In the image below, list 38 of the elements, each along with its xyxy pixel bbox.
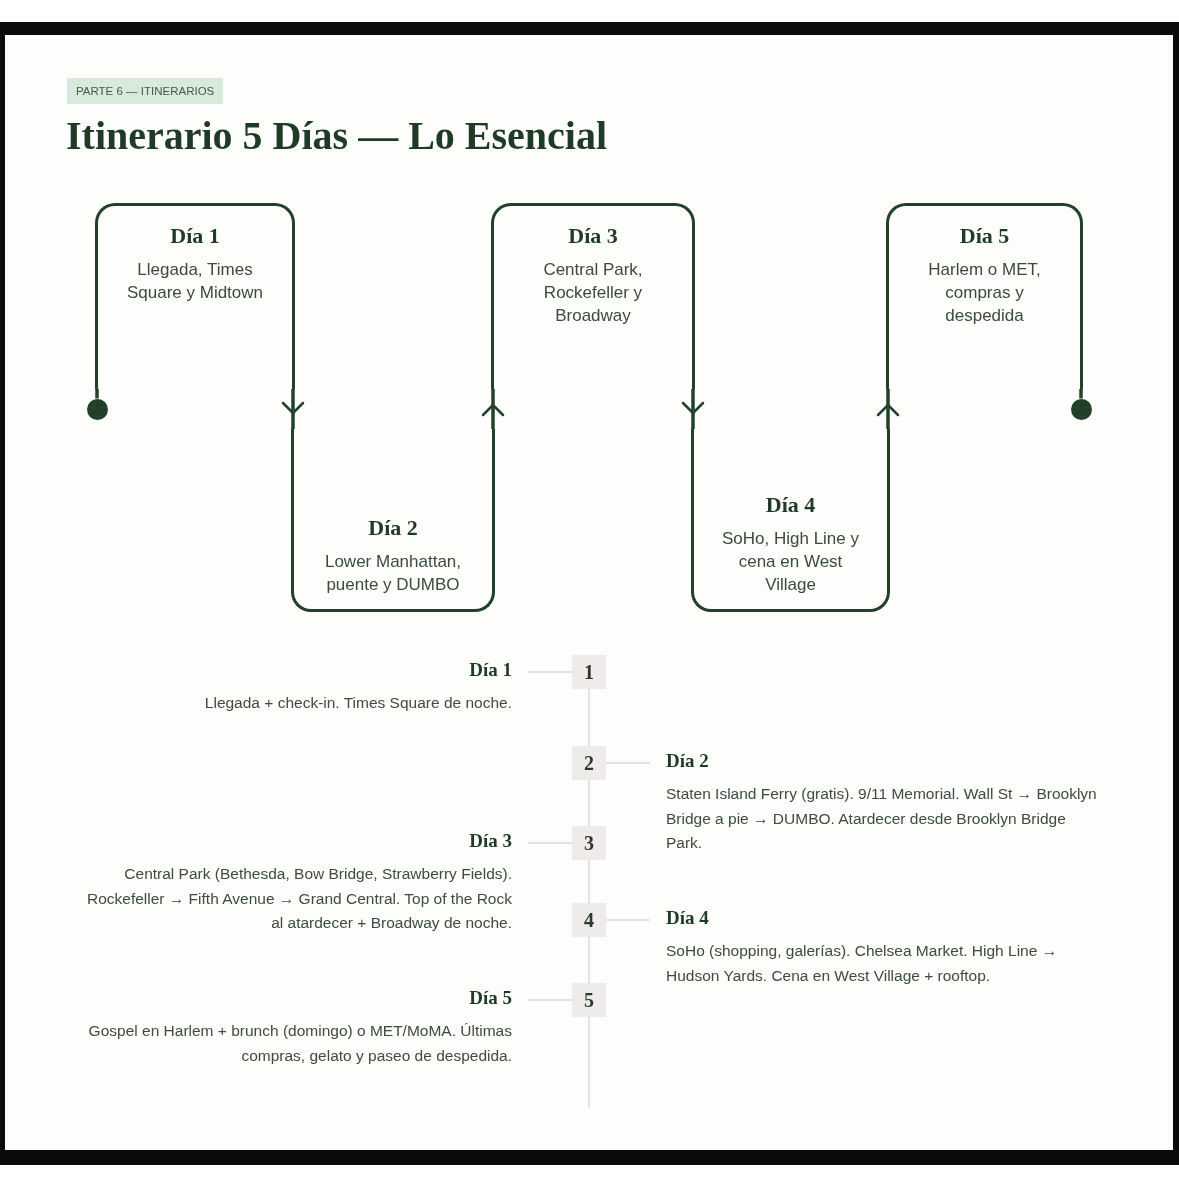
day-description: Gospel en Harlem + brunch (domingo) o MET/MoMA. Últimas compras, gelato y paseo de despedida.: [87, 1021, 512, 1066]
day-heading: Día 4: [765, 490, 816, 519]
day-number-marker: 1: [572, 655, 606, 689]
day-number-marker: 3: [572, 826, 606, 860]
section-tag: PARTE 6 — ITINERARIOS: [67, 78, 224, 104]
day-heading: Día 4: [666, 906, 709, 930]
day-number-marker: 5: [572, 983, 606, 1017]
day-heading: Día 3: [469, 829, 512, 853]
day-heading: Día 5: [469, 986, 512, 1010]
day-heading: Día 1: [469, 658, 512, 682]
route-arrow: [681, 389, 705, 429]
route-arrow: [481, 389, 505, 429]
route-arrow: [281, 389, 305, 429]
day-description: Staten Island Ferry (gratis). 9/11 Memorial. Wall St → Brooklyn Bridge a pie → DUMBO. Atardecer desde Brooklyn Bridge Park.: [666, 784, 1098, 853]
day-summary: Llegada, Times Square y Midtown: [125, 259, 265, 305]
day-description: Llegada + check-in. Times Square de noche.: [204, 693, 512, 713]
day-number-marker: 4: [572, 903, 606, 937]
day-number-marker: 2: [572, 746, 606, 780]
day-description: Central Park (Bethesda, Bow Bridge, Strawberry Fields). Rockefeller → Fifth Avenue → Grand Central. Top of the Rock al atardecer + Broadway de noche.: [85, 864, 512, 933]
day-route-loop: [491, 203, 695, 389]
day-heading: Día 2: [368, 513, 418, 542]
day-route-loop: [691, 429, 890, 612]
day-summary: SoHo, High Line y cena en West Village: [721, 527, 860, 596]
day-route-loop: [291, 429, 495, 612]
day-summary: Lower Manhattan, puente y DUMBO: [323, 550, 463, 596]
route-arrow: [876, 389, 900, 429]
day-heading: Día 3: [568, 222, 618, 251]
route-line: [95, 389, 99, 399]
page-title: Itinerario 5 Días — Lo Esencial: [66, 112, 608, 160]
route-line: [1079, 389, 1083, 399]
day-summary: Harlem o MET, compras y despedida: [927, 259, 1042, 328]
day-heading: Día 2: [666, 749, 709, 773]
day-route-loop: [886, 203, 1083, 389]
day-summary: Central Park, Rockefeller y Broadway: [542, 259, 644, 328]
day-heading: Día 1: [170, 222, 220, 251]
day-description: SoHo (shopping, galerías). Chelsea Market. High Line → Hudson Yards. Cena en West Village + rooftop.: [666, 941, 1059, 986]
day-route-loop: [95, 203, 295, 389]
day-heading: Día 5: [959, 222, 1010, 251]
